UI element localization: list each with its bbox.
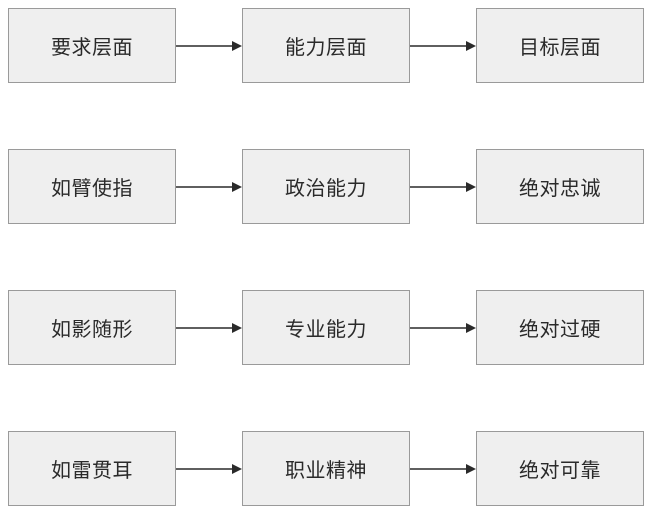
- arrow-right: [410, 462, 476, 476]
- box-goal-level: 目标层面: [476, 8, 644, 83]
- arrow-right: [410, 321, 476, 335]
- arrow-right: [176, 39, 242, 53]
- box-ability-1: 政治能力: [242, 149, 410, 224]
- box-requirement-1: 如臂使指: [8, 149, 176, 224]
- box-requirement-2: 如影随形: [8, 290, 176, 365]
- box-ability-level: 能力层面: [242, 8, 410, 83]
- arrow-right: [176, 462, 242, 476]
- box-requirement-3: 如雷贯耳: [8, 431, 176, 506]
- arrow-right: [410, 180, 476, 194]
- box-goal-1: 绝对忠诚: [476, 149, 644, 224]
- arrow-right: [176, 180, 242, 194]
- box-goal-2: 绝对过硬: [476, 290, 644, 365]
- box-requirement-level: 要求层面: [8, 8, 176, 83]
- box-ability-2: 专业能力: [242, 290, 410, 365]
- box-goal-3: 绝对可靠: [476, 431, 644, 506]
- box-ability-3: 职业精神: [242, 431, 410, 506]
- arrow-right: [410, 39, 476, 53]
- arrow-right: [176, 321, 242, 335]
